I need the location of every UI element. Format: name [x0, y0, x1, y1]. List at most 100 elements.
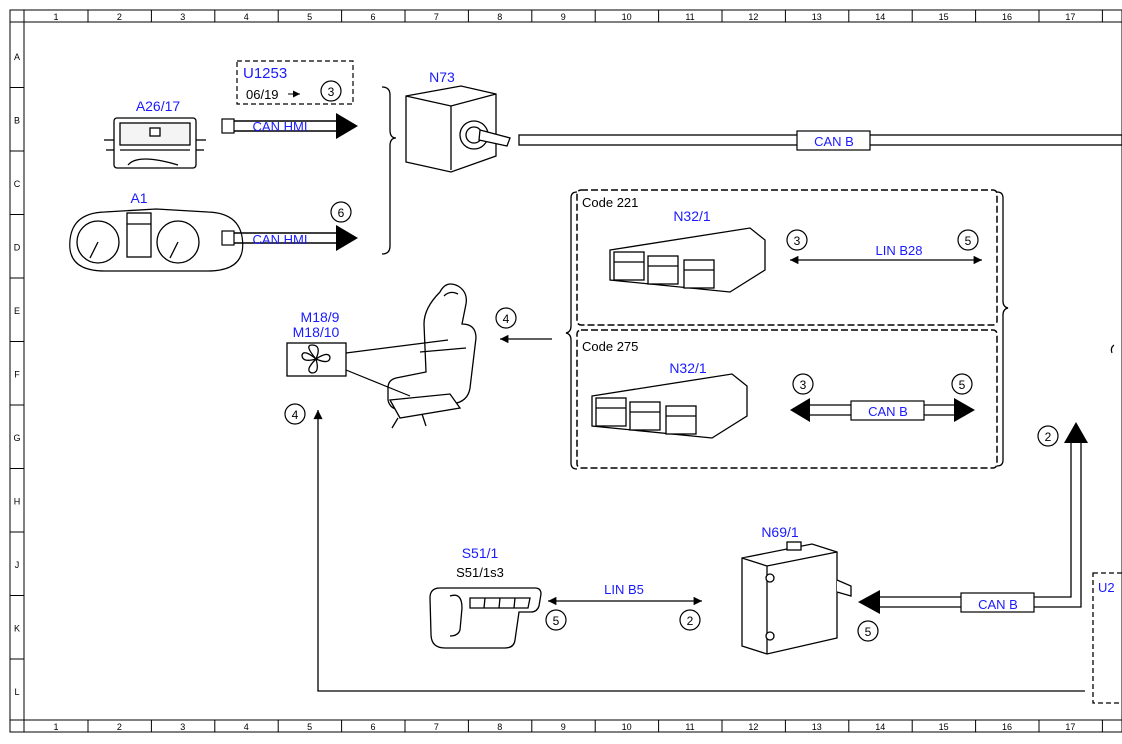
column-label: 9	[561, 722, 566, 732]
a1-ref-circle	[330, 201, 352, 223]
column-label: 1	[53, 722, 58, 732]
n69-1-module-icon	[741, 541, 852, 655]
code-221-label: Code 221	[582, 195, 638, 210]
seat-icon	[387, 283, 477, 429]
row-label: L	[14, 687, 19, 697]
m18-10-label: M18/10	[293, 324, 340, 340]
u1253-ref-circle	[320, 80, 342, 102]
return-line	[313, 409, 1085, 692]
s51-1-seat-switch-icon	[429, 587, 542, 649]
column-label: 16	[1002, 12, 1012, 22]
right-ref-number: 2	[1045, 430, 1052, 444]
can-hmi-1-label: CAN HMI	[253, 119, 308, 134]
column-label: 15	[939, 722, 949, 732]
row-label: D	[14, 243, 21, 253]
code-221-box	[576, 189, 998, 326]
n69-1-label: N69/1	[761, 524, 799, 540]
column-label: 9	[561, 12, 566, 22]
column-label: 17	[1065, 12, 1075, 22]
c221-left-number: 3	[794, 234, 801, 248]
seat-ref-number: 4	[503, 312, 510, 326]
code-221-unit-label: N32/1	[673, 208, 711, 224]
column-label: 14	[875, 722, 885, 732]
row-label: G	[13, 433, 20, 443]
s51-1s3-label: S51/1s3	[456, 565, 504, 580]
can-hmi-2-connector	[221, 225, 358, 251]
column-label: 4	[244, 722, 249, 732]
column-label: 3	[180, 12, 185, 22]
row-label: C	[14, 179, 21, 189]
s51-left-circle	[545, 609, 567, 631]
column-label: 17	[1065, 722, 1075, 732]
can-hmi-2-label: CAN HMI	[253, 232, 308, 247]
seat-ref-circle	[495, 307, 517, 329]
code-275-label: Code 275	[582, 339, 638, 354]
n69-ref-circle	[857, 620, 879, 642]
can-b-n69-label: CAN B	[978, 597, 1018, 612]
m18-ref-number: 4	[292, 408, 299, 422]
fan-leader-1	[345, 339, 449, 354]
column-label: 12	[748, 12, 758, 22]
c275-right-circle	[951, 373, 973, 395]
column-label: 8	[497, 722, 502, 732]
row-label: J	[15, 560, 20, 570]
fan-icon	[286, 342, 347, 377]
can-hmi-1-connector	[221, 113, 358, 139]
code-275-box	[576, 329, 998, 469]
lin-b28-label: LIN B28	[876, 243, 923, 258]
row-label: K	[14, 624, 20, 634]
can-b-top-label: CAN B	[814, 134, 854, 149]
input-brace	[381, 86, 397, 255]
code-left-bracket	[565, 191, 578, 470]
u1253-ref-number: 3	[328, 85, 335, 99]
column-label: 6	[370, 12, 375, 22]
column-label: 1	[53, 12, 58, 22]
u2-partial-label: U2	[1098, 580, 1115, 595]
right-ref-circle	[1037, 425, 1059, 447]
s51-right-number: 2	[687, 614, 694, 628]
a1-ref-number: 6	[338, 206, 345, 220]
column-label: 11	[685, 722, 694, 732]
code-right-bracket	[996, 191, 1009, 467]
column-label: 7	[434, 722, 439, 732]
can-b-275-line	[790, 398, 975, 422]
row-label: H	[14, 497, 21, 507]
s51-1-label: S51/1	[462, 545, 499, 561]
n73-label: N73	[429, 69, 455, 85]
u1253-box	[236, 60, 354, 105]
row-label: A	[14, 52, 20, 62]
c221-right-circle	[957, 229, 979, 251]
column-label: 6	[370, 722, 375, 732]
column-label: 16	[1002, 722, 1012, 732]
n32-1-module-275-icon	[591, 373, 748, 439]
row-label: B	[14, 116, 20, 126]
can-b-275-label: CAN B	[868, 404, 908, 419]
s51-right-circle	[679, 609, 701, 631]
s51-left-number: 5	[553, 614, 560, 628]
a1-cluster-icon	[69, 208, 244, 272]
n32-1-module-icon	[609, 227, 766, 293]
c275-right-number: 5	[959, 378, 966, 392]
row-label: E	[14, 306, 20, 316]
a26-17-label: A26/17	[136, 98, 181, 114]
edge-mark	[1110, 344, 1115, 354]
column-label: 14	[875, 12, 885, 22]
column-label: 2	[117, 12, 122, 22]
code-275-unit-label: N32/1	[669, 360, 707, 376]
column-label: 13	[812, 12, 822, 22]
c275-left-circle	[792, 373, 814, 395]
column-label: 12	[748, 722, 758, 732]
column-label: 2	[117, 722, 122, 732]
column-label: 15	[939, 12, 949, 22]
column-label: 7	[434, 12, 439, 22]
row-label: F	[14, 370, 20, 380]
a1-label: A1	[130, 190, 147, 206]
column-label: 5	[307, 722, 312, 732]
column-label: 4	[244, 12, 249, 22]
row-ticks	[10, 87, 24, 660]
column-label: 10	[622, 12, 632, 22]
m18-ref-circle	[284, 403, 306, 425]
